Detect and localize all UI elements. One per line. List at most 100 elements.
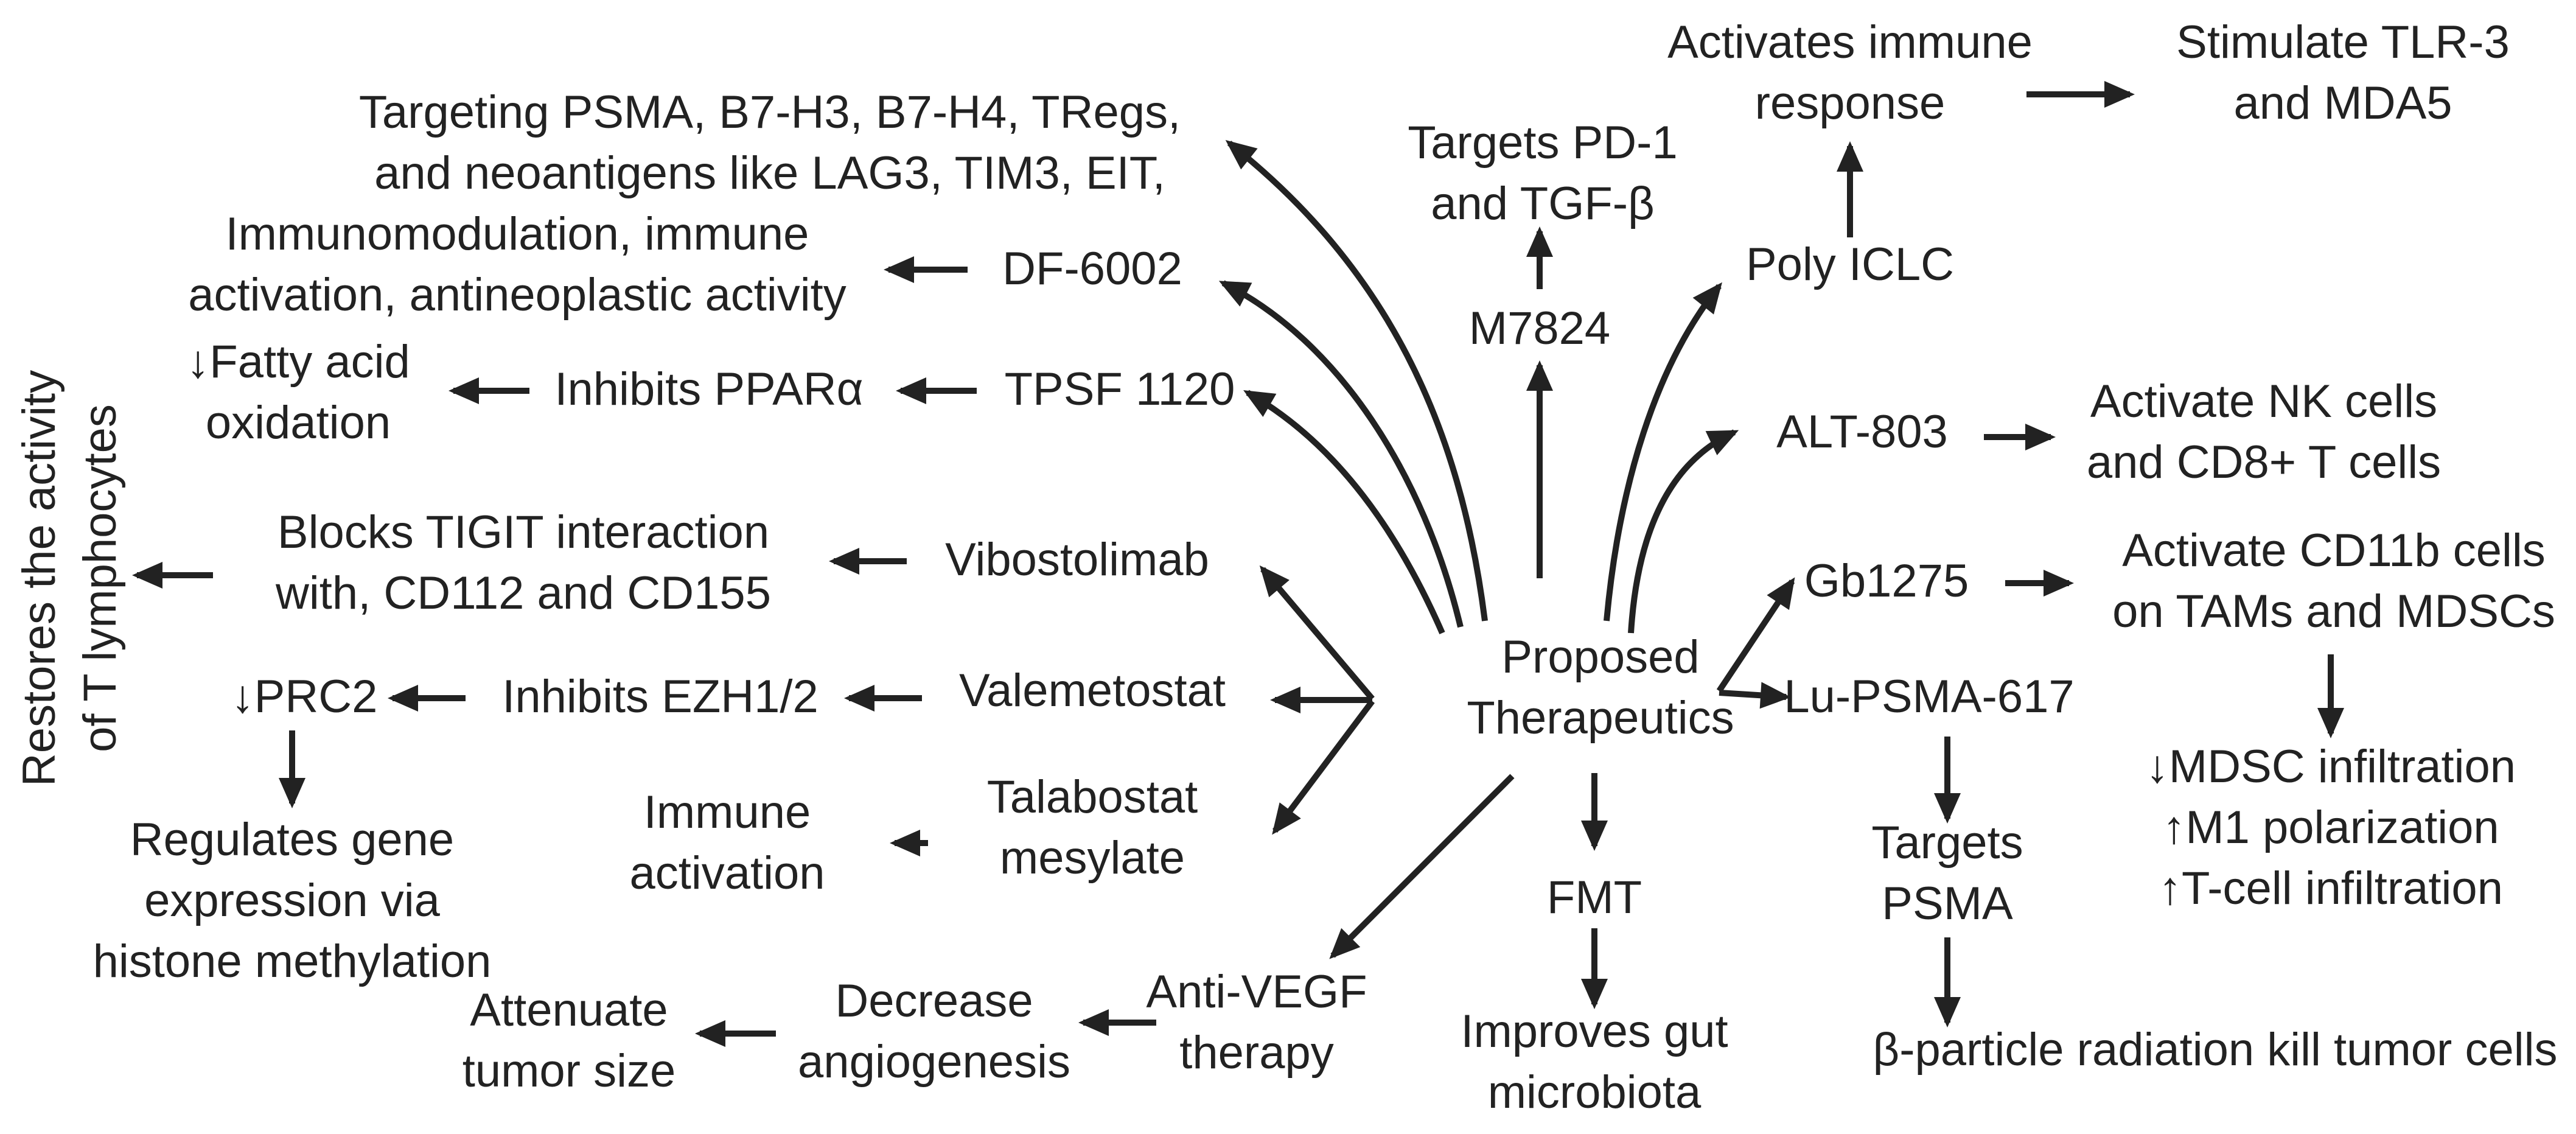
fatty-node: ↓Fatty acid oxidation: [186, 332, 410, 453]
beta-node: β-particle radiation kill tumor cells: [1873, 1024, 2558, 1076]
arrow-center-to-vibostolimab: [1260, 567, 1375, 701]
gut-line-1: Improves gut: [1461, 1006, 1728, 1057]
arrow-tigit-to-restores-head: [132, 562, 162, 589]
targeting-line-2: and neoantigens like LAG3, TIM3, EIT,: [374, 147, 1165, 199]
immune-activation-node: Immune activation: [629, 782, 825, 904]
tlr3-line-1: Stimulate TLR-3: [2176, 16, 2510, 68]
arrow-ezh-to-prc2-head: [388, 685, 418, 712]
immune-activation-line-1: Immune: [643, 786, 811, 838]
arrow-ppar-to-fatty-head: [449, 377, 479, 404]
arrow-tpsf-to-ppar-head: [896, 377, 926, 404]
center-line-2: Therapeutics: [1467, 692, 1734, 744]
arrow-center-to-df6002: [1221, 280, 1464, 628]
tpsf-node: TPSF 1120: [1004, 363, 1235, 415]
nk-node: Activate NK cells and CD8+ T cells: [2087, 371, 2441, 493]
fatty-line-2: oxidation: [205, 397, 391, 449]
arrow-antivegf-to-angiogenesis-head: [1078, 1009, 1109, 1036]
arrow-center-to-antivegf-head: [1329, 928, 1361, 959]
targets-psma-line-1: Targets: [1871, 817, 2023, 869]
m7824-node: M7824: [1468, 303, 1611, 354]
mdsc-line-2: ↑M1 polarization: [2162, 802, 2499, 853]
pd1-line-2: and TGF-β: [1431, 178, 1655, 229]
arrow-vibostolimab-to-tigit-head: [829, 548, 859, 575]
mdsc-node: ↓MDSC infiltration ↑M1 polarization ↑T-c…: [2146, 737, 2516, 919]
arrow-m7824-to-pd1-head: [1526, 226, 1553, 257]
attenuate-line-1: Attenuate: [470, 984, 668, 1036]
ezh-node: Inhibits EZH1/2: [502, 671, 819, 723]
restores-line-1: Restores the activity: [13, 369, 65, 787]
prc2-node: ↓PRC2: [231, 671, 378, 723]
arrow-center-to-talabostat-head: [1272, 802, 1301, 835]
arrow-center-to-targeting: [1227, 141, 1488, 621]
arrow-immune-response-to-tlr3-head: [2104, 81, 2135, 108]
arrow-targets-psma-to-beta-head: [1934, 997, 1961, 1027]
lupsma-node: Lu-PSMA-617: [1784, 671, 2075, 723]
immune-response-line-1: Activates immune: [1667, 16, 2033, 68]
talabostat-node: Talabostat mesylate: [987, 767, 1198, 889]
pd1-line-1: Targets PD-1: [1408, 117, 1678, 169]
arrow-prc2-to-gene-head: [279, 778, 305, 808]
restores-line-2: of T lymphocytes: [74, 404, 126, 752]
fmt-node: FMT: [1546, 872, 1642, 923]
antivegf-node: Anti-VEGF therapy: [1146, 962, 1367, 1083]
gene-line-2: expression via: [144, 875, 440, 926]
arrow-fmt-to-gut-head: [1581, 979, 1608, 1009]
immune-response-node: Activates immune response: [1667, 12, 2033, 134]
gene-line-3: histone methylation: [92, 936, 492, 987]
gene-line-1: Regulates gene: [130, 814, 455, 866]
arrow-df6002-to-immunomod-head: [884, 256, 914, 283]
gut-line-2: microbiota: [1487, 1066, 1702, 1118]
arrow-talabostat-to-immune-head: [890, 830, 920, 856]
arrow-angiogenesis-to-attenuate-head: [695, 1020, 725, 1047]
antivegf-line-1: Anti-VEGF: [1146, 966, 1367, 1018]
tlr3-line-2: and MDA5: [2233, 77, 2452, 129]
arrow-center-to-vibostolimab-head: [1259, 565, 1290, 598]
arrow-center-to-antivegf: [1330, 774, 1515, 958]
antivegf-line-2: therapy: [1179, 1027, 1334, 1079]
center-line-1: Proposed: [1501, 631, 1700, 683]
fatty-line-1: ↓Fatty acid: [186, 336, 410, 388]
tlr3-node: Stimulate TLR-3 and MDA5: [2176, 12, 2510, 134]
mdsc-line-3: ↑T-cell infiltration: [2159, 863, 2503, 914]
arrow-center-to-targeting-head: [1225, 140, 1258, 170]
arrow-polyiclc-to-immune-response-head: [1837, 141, 1863, 172]
gene-node: Regulates gene expression via histone me…: [93, 810, 492, 992]
immunomod-node: Immunomodulation, immune activation, ant…: [188, 204, 846, 326]
immune-response-line-2: response: [1754, 77, 1946, 129]
attenuate-node: Attenuate tumor size: [462, 980, 676, 1102]
arrow-alt803-to-nk-head: [2025, 424, 2056, 450]
cd11b-line-2: on TAMs and MDSCs: [2112, 586, 2555, 637]
gb1275-node: Gb1275: [1804, 555, 1969, 607]
tigit-node: Blocks TIGIT interaction with, CD112 and…: [276, 502, 771, 624]
talabostat-line-2: mesylate: [999, 832, 1185, 884]
pd1-node: Targets PD-1 and TGF-β: [1408, 113, 1678, 234]
talabostat-line-1: Talabostat: [986, 771, 1198, 823]
arrow-lupsma-to-targets-psma-head: [1934, 793, 1961, 824]
arrow-center-to-alt803-head: [1705, 430, 1739, 455]
restores-node: Restores the activity of T lymphocytes: [9, 370, 131, 786]
valemetostat-node: Valemetostat: [959, 665, 1226, 716]
gut-node: Improves gut microbiota: [1461, 1001, 1728, 1123]
polyiclc-node: Poly ICLC: [1745, 239, 1955, 290]
ppar-node: Inhibits PPARα: [554, 363, 864, 415]
arrow-center-to-m7824-head: [1526, 360, 1553, 391]
targets-psma-node: Targets PSMA: [1871, 813, 2023, 934]
arrow-center-to-polyiclc-head: [1692, 282, 1722, 315]
nk-line-1: Activate NK cells: [2090, 376, 2438, 427]
attenuate-line-2: tumor size: [462, 1045, 676, 1097]
immunomod-line-1: Immunomodulation, immune: [225, 208, 809, 260]
arrow-gb1275-to-cd11b-head: [2044, 570, 2074, 597]
arrow-center-to-gb1275-head: [1767, 577, 1795, 611]
alt803-node: ALT-803: [1776, 406, 1948, 458]
angiogenesis-line-1: Decrease: [835, 975, 1033, 1027]
df6002-node: DF-6002: [1002, 243, 1182, 295]
angiogenesis-line-2: angiogenesis: [798, 1036, 1070, 1088]
arrow-center-to-tpsf: [1246, 390, 1445, 635]
arrow-valemetostat-to-ezh-head: [844, 685, 874, 712]
arrow-center-to-fmt-head: [1581, 821, 1608, 851]
arrow-center-to-talabostat: [1272, 699, 1375, 833]
arrow-center-to-lupsma-head: [1759, 682, 1791, 709]
angiogenesis-node: Decrease angiogenesis: [798, 971, 1070, 1093]
